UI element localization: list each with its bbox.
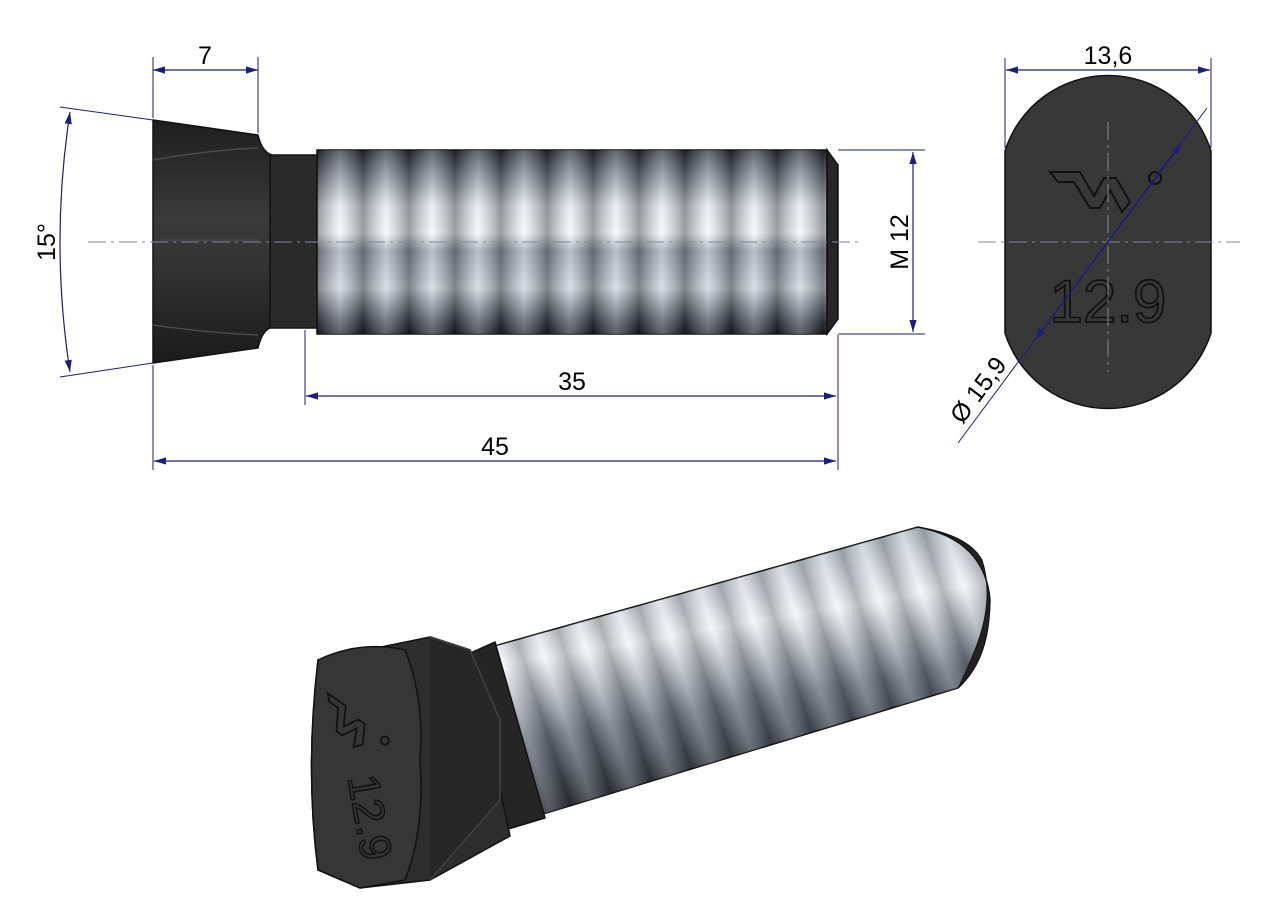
dim-head-length-text: 7 [198, 42, 212, 70]
dim-thread-length: 35 [304, 330, 839, 470]
dim-total-length-text: 45 [481, 433, 509, 461]
dim-total-length: 45 [152, 365, 836, 470]
iso-thread-end [917, 526, 991, 689]
dim-head-width: 13,6 [1004, 42, 1212, 148]
end-view: 12.9 [978, 74, 1240, 410]
dim-head-length: 7 [152, 42, 259, 133]
dim-head-angle-text: 15° [33, 223, 61, 261]
side-view [88, 119, 860, 364]
dim-thread-size: M 12 [838, 149, 925, 335]
dim-head-diameter-text: Ø 15,9 [945, 352, 1013, 429]
dim-thread-size-text: M 12 [886, 214, 914, 270]
dim-head-width-text: 13,6 [1084, 42, 1133, 70]
isometric-view: 12.9 [310, 526, 991, 889]
iso-w-logo-icon [326, 691, 390, 749]
dim-thread-length-text: 35 [558, 368, 586, 396]
iso-head-face [310, 645, 422, 889]
dim-head-angle: 15° [33, 106, 154, 378]
